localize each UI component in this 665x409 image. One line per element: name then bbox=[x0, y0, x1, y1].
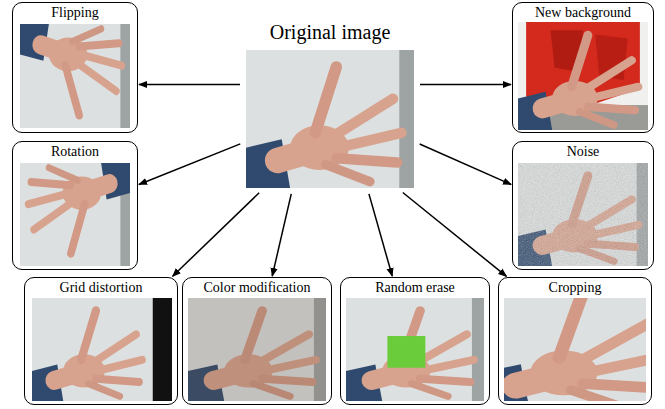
arrow-connector bbox=[369, 194, 392, 276]
box-title: Grid distortion bbox=[57, 279, 146, 296]
box-title: New background bbox=[532, 4, 634, 21]
new-background-photo bbox=[518, 22, 648, 130]
color-modified-photo bbox=[188, 298, 326, 401]
augmentation-box: Cropping bbox=[498, 277, 652, 405]
original-photo bbox=[246, 50, 414, 188]
arrow-connector bbox=[139, 144, 240, 185]
box-title: Rotation bbox=[48, 143, 102, 160]
arrow-connector bbox=[420, 144, 511, 184]
random-erase-photo bbox=[346, 298, 484, 401]
arrow-connector bbox=[403, 193, 507, 277]
augmentation-box: Color modification bbox=[182, 277, 332, 405]
grid-distortion-photo bbox=[32, 298, 172, 401]
box-title: Cropping bbox=[546, 279, 605, 296]
cropped-photo bbox=[480, 274, 665, 409]
box-title: Flipping bbox=[48, 4, 101, 21]
rotated-photo bbox=[20, 163, 130, 266]
source-image: Original image bbox=[244, 20, 416, 190]
arrow-connector bbox=[139, 84, 240, 86]
augmentation-box: New background bbox=[512, 2, 654, 133]
box-title: Color modification bbox=[201, 279, 314, 296]
box-title: Random erase bbox=[372, 279, 458, 296]
augmentation-box: Rotation bbox=[12, 141, 138, 270]
augmentation-box: Random erase bbox=[340, 277, 490, 405]
augmentation-box: Noise bbox=[512, 141, 654, 270]
noise-photo bbox=[518, 163, 648, 266]
arrow-connector bbox=[173, 193, 260, 277]
arrow-connector bbox=[272, 194, 291, 276]
flipped-photo bbox=[20, 24, 130, 128]
image-title: Original image bbox=[267, 20, 394, 44]
arrow-connector bbox=[420, 84, 511, 86]
augmentation-box: Flipping bbox=[12, 2, 138, 133]
box-title: Noise bbox=[564, 143, 603, 160]
augmentation-box: Grid distortion bbox=[24, 277, 178, 405]
